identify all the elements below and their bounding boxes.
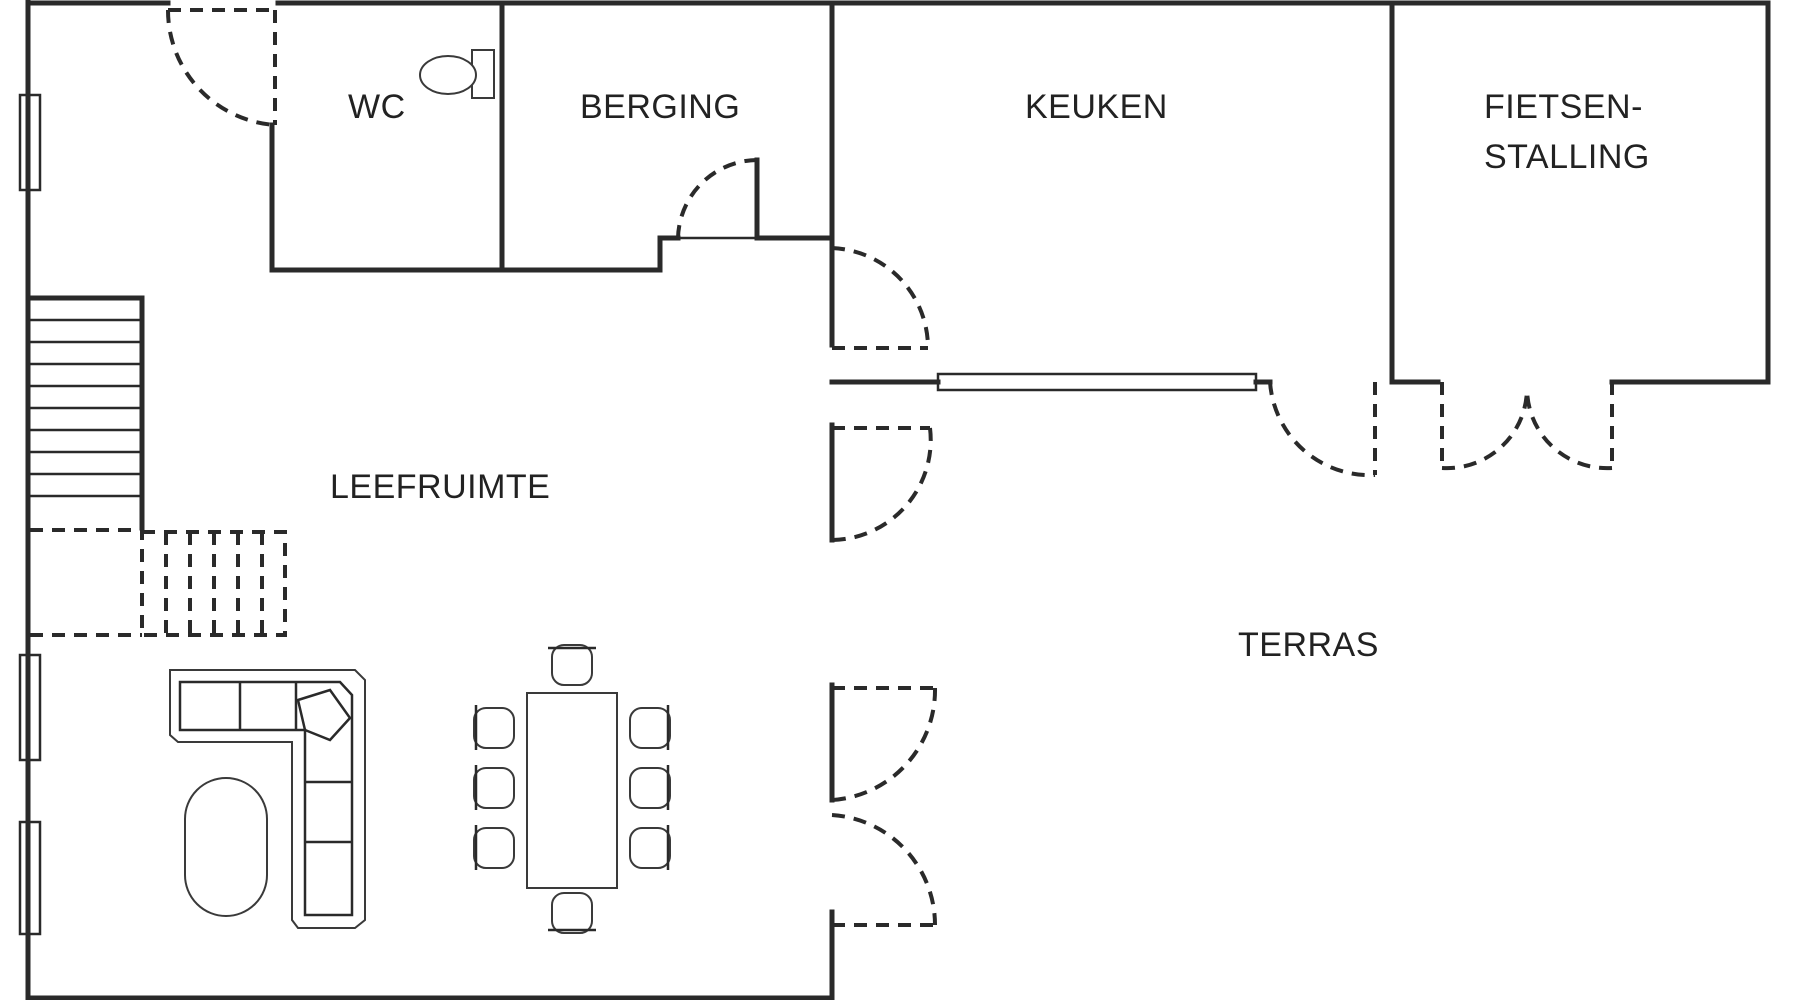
door-swing-icon (831, 813, 938, 927)
exterior-walls (25, 0, 1771, 1000)
chair-icon (473, 825, 515, 870)
chair-icon (473, 705, 515, 750)
room-label-keuken: KEUKEN (1025, 88, 1168, 126)
room-label-wc: WC (348, 88, 406, 126)
chair-icon (629, 705, 671, 750)
room-label-fietsenstalling-line1: FIETSEN- (1484, 88, 1643, 126)
dining-set (473, 644, 671, 934)
doors (165, 8, 1614, 927)
stairs-icon (27, 295, 287, 637)
door-swing-icon (676, 158, 759, 239)
coffee-table-icon (184, 777, 268, 917)
window-icon (18, 93, 42, 192)
door-swing-icon (831, 686, 938, 802)
room-label-fietsenstalling-line2: STALLING (1484, 138, 1650, 176)
chair-icon (473, 765, 515, 810)
windows (18, 93, 1258, 936)
interior-walls (269, 0, 1441, 385)
door-swing-icon (165, 8, 277, 127)
toilet-icon (419, 49, 495, 99)
chair-icon (548, 892, 596, 934)
room-label-leefruimte: LEEFRUIMTE (330, 468, 551, 506)
dining-table-icon (526, 692, 618, 889)
door-swing-icon (1268, 381, 1377, 478)
room-label-berging: BERGING (580, 88, 741, 126)
room-label-terras: TERRAS (1238, 626, 1379, 664)
door-swing-icon (831, 246, 931, 350)
sofa-icon (169, 669, 366, 929)
window-icon (18, 653, 42, 762)
door-swing-icon (831, 426, 933, 542)
chair-icon (548, 644, 596, 686)
door-swing-icon (1440, 382, 1614, 471)
window-icon (936, 372, 1258, 392)
chair-icon (629, 765, 671, 810)
chair-icon (629, 825, 671, 870)
window-icon (18, 820, 42, 936)
